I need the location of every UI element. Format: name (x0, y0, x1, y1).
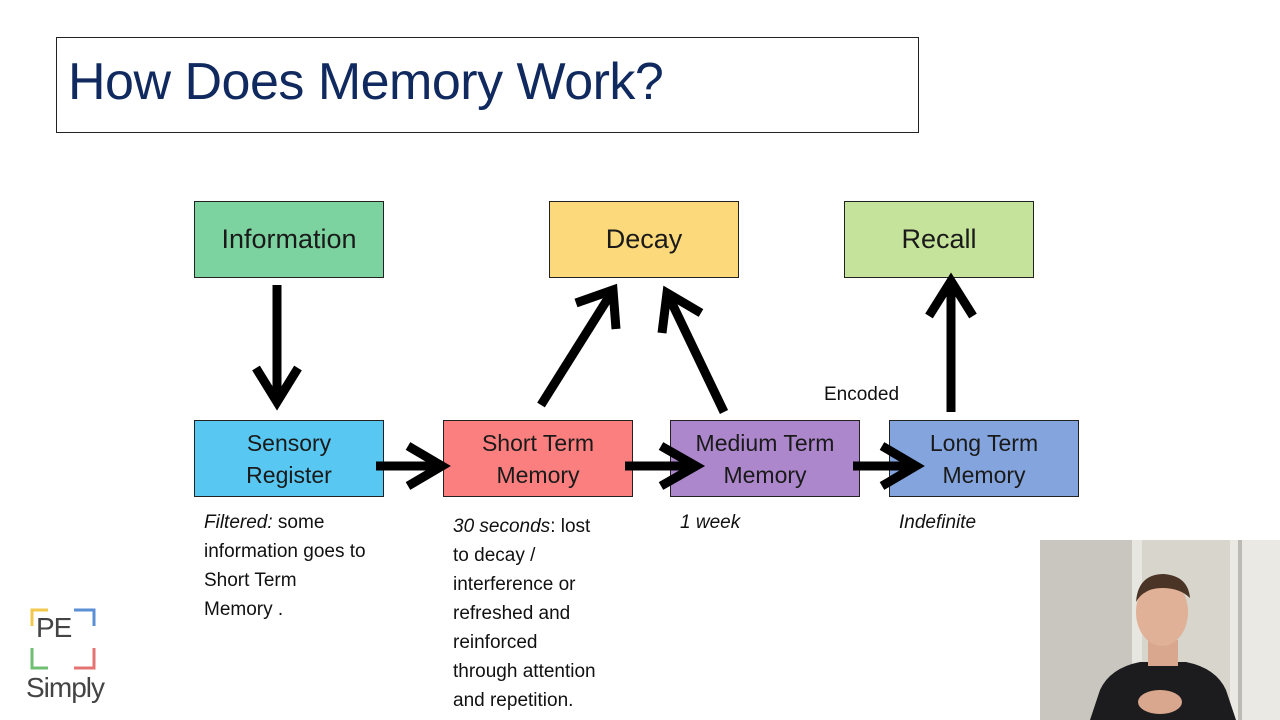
sensory-note-italic: Filtered: (204, 512, 273, 533)
logo-mark: PE (36, 612, 72, 643)
information-box: Information (194, 201, 384, 278)
arrow-medium-to-decay (657, 285, 729, 414)
decay-label: Decay (605, 224, 683, 254)
short-term-note-line7: and repetition. (453, 690, 574, 711)
sensory-note-line1: some (272, 512, 325, 533)
arrow-long-to-recall (925, 272, 977, 412)
logo-word: Simply (26, 672, 105, 703)
page-title: How Does Memory Work? (68, 53, 664, 111)
medium-term-note-text: 1 week (680, 512, 741, 533)
short-term-note-line1: : lost (550, 516, 591, 537)
long-term-label-line1: Long Term (929, 429, 1039, 456)
arrow-medium-to-long (853, 442, 925, 490)
sensory-note: Filtered: some information goes to Short… (204, 508, 366, 624)
short-term-note-line6: through attention (453, 661, 596, 682)
recall-box: Recall (844, 201, 1034, 278)
decay-box: Decay (549, 201, 739, 278)
sensory-register-box: Sensory Register (194, 420, 384, 497)
sensory-note-line2: information goes to (204, 541, 366, 562)
pe-simply-logo: PE Simply (26, 604, 105, 708)
short-term-note-italic: 30 seconds (453, 516, 551, 537)
information-label: Information (221, 224, 357, 254)
short-term-label-line1: Short Term (481, 429, 595, 456)
arrow-information-to-sensory (252, 285, 302, 411)
sensory-note-line4: Memory . (204, 599, 284, 620)
long-term-note-text: Indefinite (899, 512, 977, 533)
medium-term-note: 1 week (680, 508, 740, 537)
short-term-note-line4: refreshed and (453, 603, 571, 624)
short-term-note-line3: interference or (453, 574, 576, 595)
short-term-label-line2: Memory (496, 461, 580, 488)
arrow-short-to-medium (625, 442, 706, 490)
presenter-video-icon (1040, 540, 1280, 720)
arrow-sensory-to-short-term (376, 442, 451, 490)
long-term-note: Indefinite (899, 508, 976, 537)
medium-term-label-line2: Memory (723, 461, 807, 488)
sensory-label-line1: Sensory (246, 429, 332, 456)
medium-term-memory-box: Medium Term Memory (670, 420, 860, 497)
short-term-note-line5: reinforced (453, 632, 538, 653)
logo-frame-icon (30, 608, 96, 670)
arrow-short-to-decay (537, 283, 621, 408)
long-term-memory-box: Long Term Memory (889, 420, 1079, 497)
sensory-note-line3: Short Term (204, 570, 297, 591)
encoded-label: Encoded (824, 384, 900, 405)
title-box: How Does Memory Work? (56, 37, 919, 133)
recall-label: Recall (901, 224, 977, 254)
sensory-label-line2: Register (246, 461, 332, 488)
long-term-label-line2: Memory (942, 461, 1026, 488)
presenter-webcam (1040, 540, 1280, 720)
medium-term-label-line1: Medium Term (695, 429, 835, 456)
short-term-note-line2: to decay / (453, 545, 536, 566)
short-term-memory-box: Short Term Memory (443, 420, 633, 497)
short-term-note: 30 seconds: lost to decay / interference… (453, 512, 596, 715)
